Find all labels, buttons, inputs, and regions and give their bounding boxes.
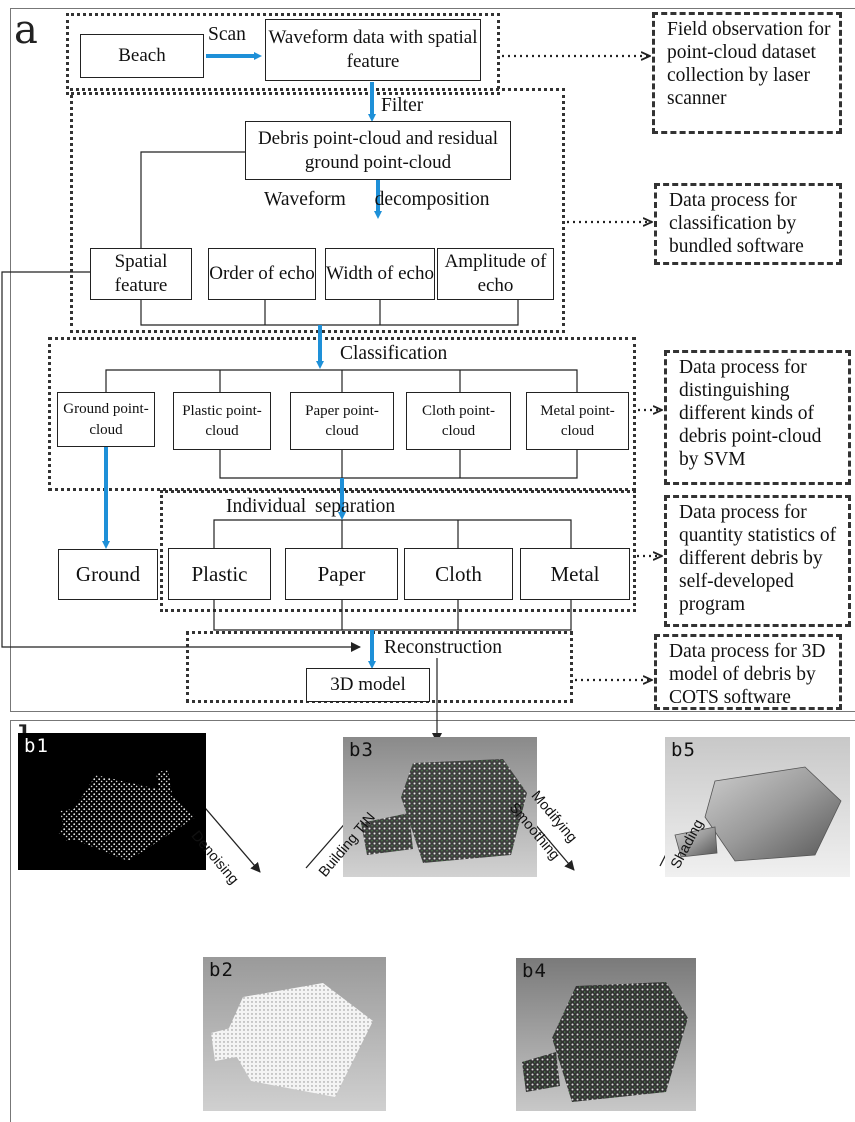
waveform-data-box: Waveform data with spatial feature [265, 19, 481, 81]
width-of-echo-box: Width of echo [325, 248, 435, 300]
tin-mesh-image [361, 759, 527, 863]
panel-a-frame [10, 8, 855, 712]
ground-point-cloud-box: Ground point-cloud [57, 392, 155, 447]
thumbnail-b5: b5 [665, 737, 850, 877]
thumb-b2-label: b2 [209, 959, 234, 981]
self-developed-note: Data process for quantity statistics of … [664, 495, 851, 627]
point-cloud-denoised-image [211, 983, 373, 1097]
plastic-box: Plastic [168, 548, 271, 600]
thumbnail-b1: b1 [18, 733, 206, 870]
field-observation-note: Field observation for point-cloud datase… [652, 12, 842, 134]
filter-group-frame [70, 88, 565, 333]
thumb-b5-label: b5 [671, 739, 696, 761]
plastic-point-cloud-box: Plastic point-cloud [173, 392, 271, 450]
paper-box: Paper [285, 548, 398, 600]
bundled-software-note: Data process for classification by bundl… [654, 183, 842, 265]
panel-a-letter: a [14, 7, 38, 53]
paper-point-cloud-box: Paper point-cloud [290, 392, 394, 450]
individual-separation-label: Individual separation [226, 496, 396, 517]
thumb-b3-label: b3 [349, 739, 374, 761]
amplitude-of-echo-box: Amplitude of echo [437, 248, 554, 300]
order-of-echo-box: Order of echo [208, 248, 316, 300]
thumbnail-b4: b4 [516, 958, 696, 1111]
thumbnail-b2: b2 [203, 957, 386, 1111]
separation-group-frame [160, 490, 636, 612]
cots-note: Data process for 3D model of debris by C… [654, 634, 842, 710]
scan-group-frame [66, 13, 500, 95]
spatial-feature-box: Spatial feature [90, 248, 192, 300]
shaded-model-image [674, 766, 842, 862]
ground-box: Ground [58, 549, 158, 600]
point-cloud-raw-image [58, 769, 196, 861]
cloth-box: Cloth [404, 548, 513, 600]
waveform-decomposition-label: Waveform decomposition [264, 189, 490, 210]
debris-residual-box: Debris point-cloud and residual ground p… [245, 121, 511, 180]
svm-note: Data process for distinguishing differen… [664, 350, 851, 485]
panel-b-frame [10, 720, 855, 1122]
filter-label: Filter [381, 95, 424, 116]
thumb-b1-label: b1 [24, 735, 49, 757]
metal-point-cloud-box: Metal point-cloud [526, 392, 629, 450]
metal-box: Metal [520, 548, 630, 600]
cloth-point-cloud-box: Cloth point-cloud [406, 392, 511, 450]
classification-label: Classification [340, 343, 448, 364]
beach-box: Beach [80, 34, 204, 78]
thumbnail-b3: b3 [343, 737, 537, 877]
scan-label: Scan [208, 24, 246, 45]
smoothed-mesh-image [522, 982, 688, 1102]
thumb-b4-label: b4 [522, 960, 547, 982]
reconstruction-label: Reconstruction [384, 637, 503, 658]
3d-model-box: 3D model [306, 668, 430, 702]
